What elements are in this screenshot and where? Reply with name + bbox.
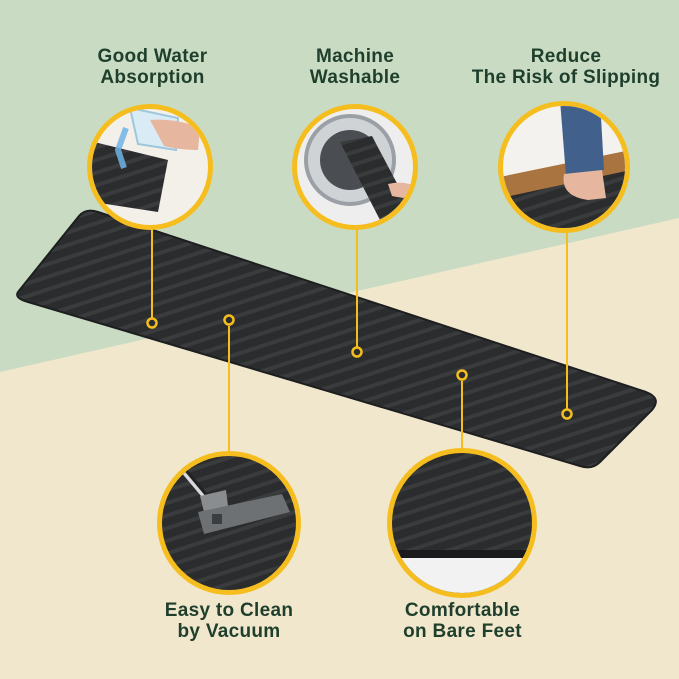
floor-mat [16,209,657,469]
label-machine-washable: Machine Washable [280,46,430,88]
label-line: Comfortable [404,600,521,621]
label-water-absorption: Good Water Absorption [70,46,235,88]
label-easy-to-clean: Easy to Clean by Vacuum [144,600,314,642]
label-line: Machine [315,46,395,67]
machine-washable-photo [292,104,418,230]
label-comfortable: Comfortable on Bare Feet [380,600,545,642]
comfort-closeup-photo [387,448,537,598]
label-line: on Bare Feet [403,621,522,642]
water-absorption-photo [87,104,213,230]
label-reduce-slipping: Reduce The Risk of Slipping [456,46,676,88]
label-line: Reduce [530,46,602,67]
vacuum-cleaning-photo [157,451,301,595]
label-line: Easy to Clean [164,600,294,621]
callout-dots [146,314,573,420]
slip-resistance-photo [498,101,630,233]
label-line: Absorption [100,67,205,88]
label-line: The Risk of Slipping [471,67,661,88]
callout-connectors [151,225,568,456]
label-line: Good Water [97,46,208,67]
label-line: by Vacuum [177,621,281,642]
label-line: Washable [309,67,401,88]
